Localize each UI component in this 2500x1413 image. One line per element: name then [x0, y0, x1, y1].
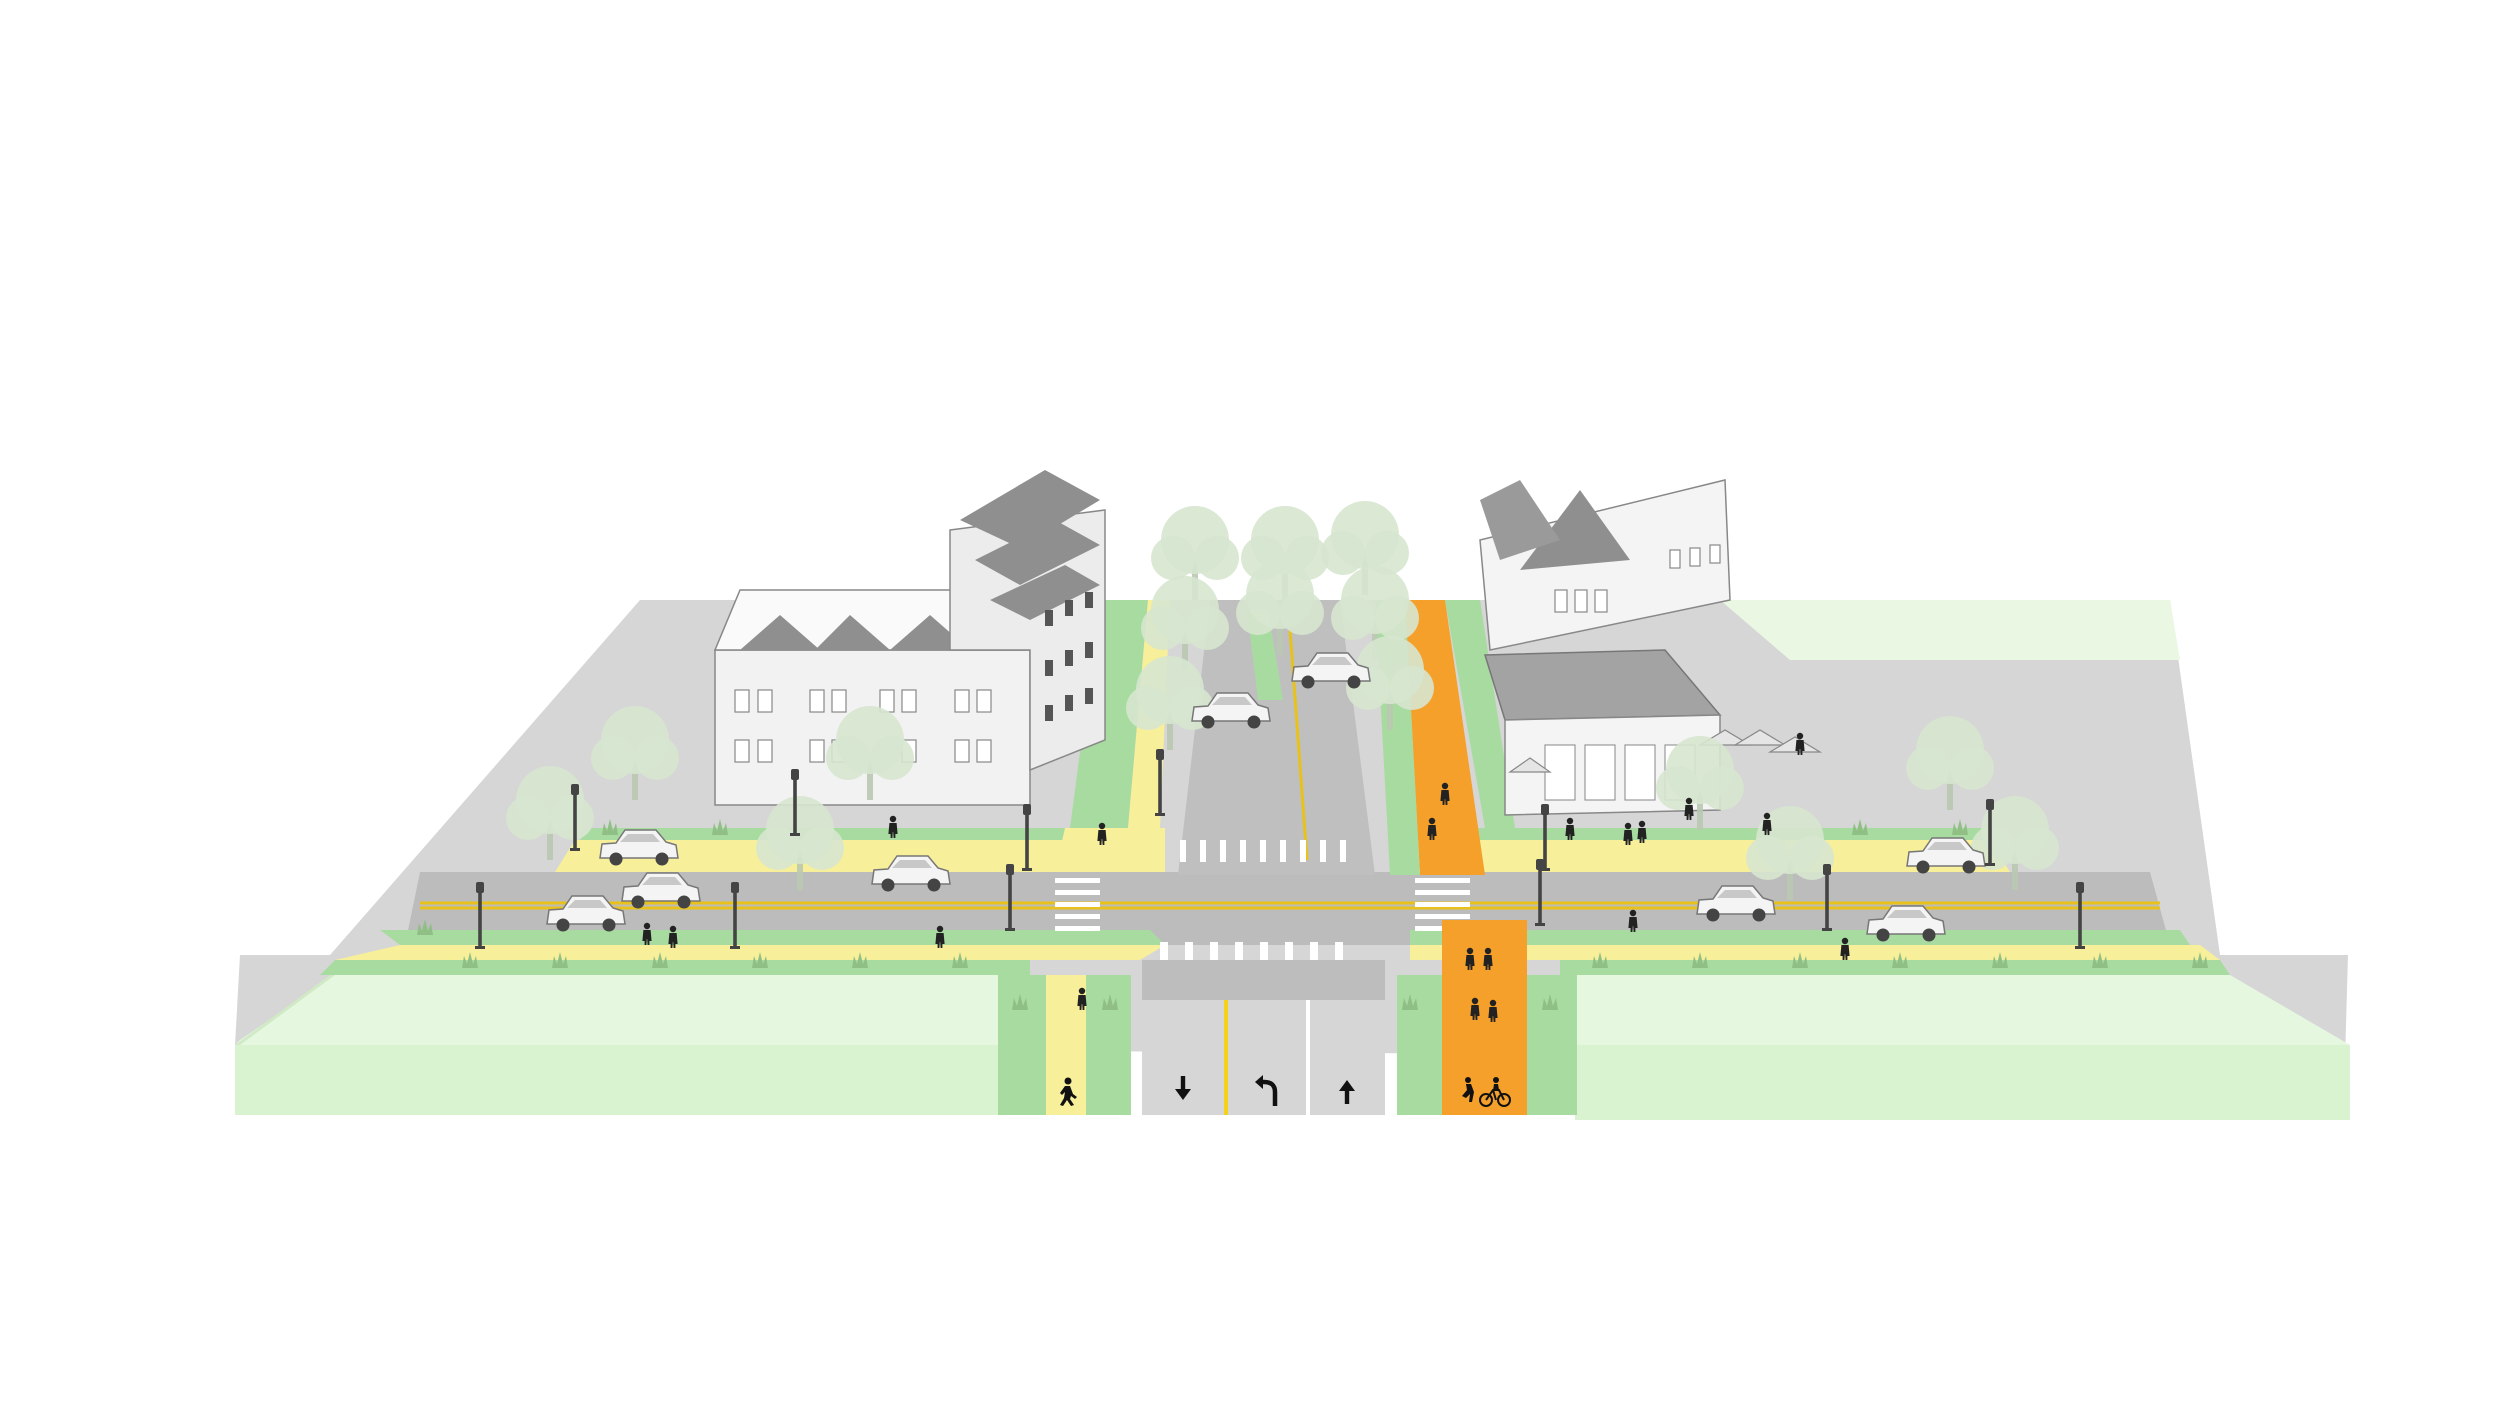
east-avenue-planting	[1445, 600, 1515, 828]
left-turn-arrow-icon	[1255, 1075, 1278, 1106]
green-lot-left-edge	[235, 975, 335, 1045]
front-slab	[235, 975, 2350, 1120]
pedestrian-icon	[1060, 1077, 1077, 1106]
section-shared-use-path	[1397, 920, 1577, 1115]
green-lot-front-right	[1560, 975, 2350, 1048]
roadway-approach	[1142, 960, 1385, 1000]
avenue-centerline	[1288, 629, 1309, 861]
front-left-side	[235, 1045, 1000, 1115]
sidewalk-south-east	[1410, 945, 2220, 960]
building-left-rowhouses	[949, 470, 1106, 772]
rowhouse-windows	[1045, 592, 1093, 721]
green-lot-top-right	[1720, 600, 2180, 660]
lane-divider-yellow	[1224, 1000, 1228, 1115]
shared-use-path-north	[1405, 600, 1485, 875]
east-planting-right	[1527, 975, 1577, 1115]
house-windows	[1554, 544, 1721, 613]
section-roadway	[1142, 960, 1385, 1115]
section-west-sidewalk	[998, 975, 1131, 1115]
east-planting-left	[1397, 975, 1442, 1115]
pedestrian-and-bicycle-icon	[1462, 1077, 1511, 1107]
lane-left-turn	[1228, 1000, 1306, 1115]
west-planting-right	[1086, 975, 1131, 1115]
rowhouse-roof-1	[960, 470, 1100, 548]
house-wall	[1479, 479, 1731, 651]
sidewalks-north	[555, 828, 2010, 872]
rowhouse-roof-2	[975, 520, 1100, 585]
west-planting-left	[998, 975, 1046, 1115]
green-lot-front-left	[235, 975, 1000, 1045]
building-right-house	[1479, 479, 1731, 651]
house-side-roof	[1480, 480, 1560, 560]
sidewalk-south-west	[335, 945, 1165, 960]
gable-2	[815, 615, 890, 650]
arrow-up-icon	[1339, 1080, 1355, 1104]
sidewalk-north-east	[1400, 840, 2010, 872]
house-roof	[1520, 490, 1630, 570]
rowhouse-roof-3	[990, 565, 1100, 620]
crosswalk-south	[1160, 942, 1343, 968]
planting-strip-north-east	[1400, 828, 1995, 840]
planting-strip-south-west-outer	[320, 960, 1030, 975]
planting-strip-south-west	[380, 930, 1165, 945]
shared-use-path-panel	[1442, 920, 1527, 1115]
arrow-down-icon	[1175, 1076, 1191, 1100]
west-avenue-sidewalk-lower	[1055, 828, 1165, 872]
crosswalk-north	[1180, 840, 1346, 862]
west-avenue-planting	[1070, 600, 1148, 828]
sidewalk-north-west	[555, 840, 1165, 872]
planting-strip-south-east	[1410, 930, 2190, 945]
lane-divider-white	[1306, 1000, 1310, 1115]
crosswalk-west	[1055, 878, 1100, 931]
front-right-side	[1575, 1045, 2350, 1120]
gable-1	[740, 615, 820, 650]
